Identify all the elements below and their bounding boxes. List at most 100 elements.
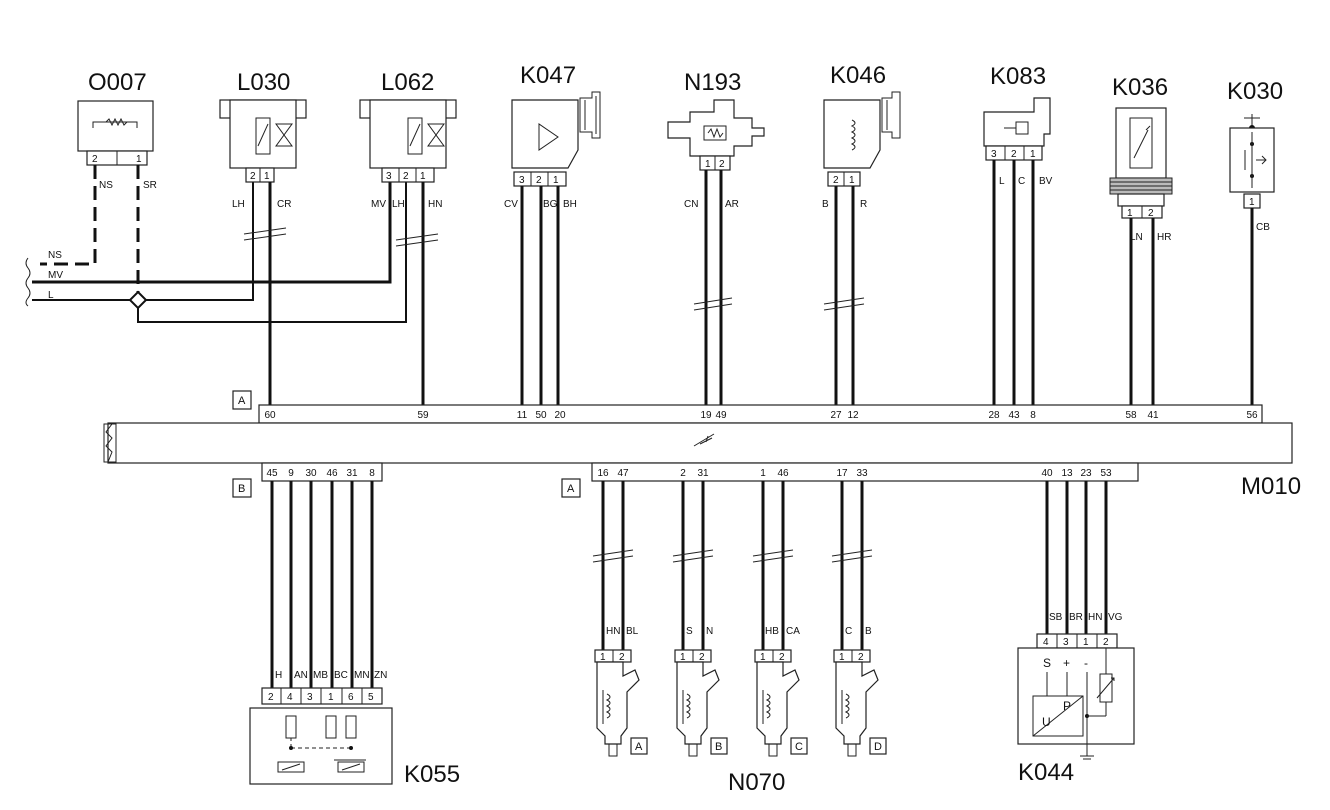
- injector-letter: B: [715, 741, 722, 753]
- pin-k055-6: 6: [348, 692, 354, 703]
- ecu-pin: 33: [856, 468, 868, 479]
- ecu-pin: 8: [369, 468, 375, 479]
- ecu-pin: 12: [847, 410, 859, 421]
- wire-l062-hn: HN: [428, 199, 442, 210]
- wire-inj-c-ca: CA: [786, 626, 800, 637]
- wire-l062-lh: LH: [392, 199, 405, 210]
- pin-injector: 2: [619, 652, 625, 663]
- pin-n193-2: 2: [719, 159, 725, 170]
- ecu-connector-a-bottom: A: [567, 483, 575, 495]
- ecu-pin: 59: [417, 410, 429, 421]
- label-k046: K046: [830, 62, 886, 89]
- pin-l030-2: 2: [250, 171, 256, 182]
- wire-n193-cn: CN: [684, 199, 698, 210]
- wire-k044-sb: SB: [1049, 612, 1063, 623]
- label-k036: K036: [1112, 74, 1168, 101]
- k044-sym-s: S: [1043, 656, 1051, 670]
- wire-k055-mn: MN: [354, 670, 370, 681]
- label-k083: K083: [990, 63, 1046, 90]
- wire-k046-r: R: [860, 199, 867, 210]
- wire-inj-d-c: C: [845, 626, 852, 637]
- wire-k083-c: C: [1018, 176, 1025, 187]
- wire-l030-cr: CR: [277, 199, 291, 210]
- ecu-pin: 28: [988, 410, 1000, 421]
- pin-k055-1: 1: [328, 692, 334, 703]
- pin-injector: 2: [699, 652, 705, 663]
- wire-k046-lines: [834, 186, 855, 405]
- label-l030: L030: [237, 69, 290, 96]
- wire-k055-lines: [270, 481, 374, 688]
- ecu-pin: 41: [1147, 410, 1159, 421]
- wire-k046-b: B: [822, 199, 829, 210]
- wire-k036-hr: HR: [1157, 232, 1171, 243]
- component-k055: 2 4 3 1 6 5: [249, 687, 393, 785]
- ecu-pin: 1: [760, 468, 766, 479]
- pin-injector: 2: [858, 652, 864, 663]
- pin-injector: 1: [839, 652, 845, 663]
- ecu-pin: 31: [697, 468, 709, 479]
- ecu-pin: 13: [1061, 468, 1073, 479]
- component-l062: 3 2 1: [359, 99, 457, 183]
- wire-k055-h: H: [275, 670, 282, 681]
- k044-sym-u: U: [1042, 715, 1051, 729]
- k044-sym-minus: -: [1084, 656, 1088, 670]
- wire-k030-cb: CB: [1256, 222, 1270, 233]
- label-k044: K044: [1018, 759, 1074, 786]
- wire-k036-ln: LN: [1130, 232, 1143, 243]
- pin-k036-2: 2: [1148, 208, 1154, 219]
- component-k044: 4 3 1 2 S + - U P: [1017, 633, 1135, 760]
- wire-k055-mb: MB: [313, 670, 328, 681]
- pin-k047-2: 2: [536, 175, 542, 186]
- ecu-pin: 40: [1041, 468, 1053, 479]
- pin-k055-3: 3: [307, 692, 313, 703]
- pin-injector: 1: [680, 652, 686, 663]
- pin-o007-1: 2: [92, 154, 98, 165]
- wire-mv: [32, 180, 392, 284]
- component-k083: 3 2 1: [983, 97, 1051, 161]
- k044-sym-plus: +: [1063, 656, 1070, 670]
- wire-k055-bc: BC: [334, 670, 348, 681]
- ecu-pin: 58: [1125, 410, 1137, 421]
- wire-k083-l: L: [999, 176, 1005, 187]
- ecu-pin: 17: [836, 468, 848, 479]
- ecu-connector-a-top: A: [238, 395, 246, 407]
- wire-k047-bh: BH: [563, 199, 577, 210]
- harness-ns: NS: [48, 250, 62, 261]
- label-k030: K030: [1227, 78, 1283, 105]
- wire-l: [32, 180, 254, 301]
- pin-o007-2: 1: [136, 154, 142, 165]
- label-o007: O007: [88, 69, 147, 96]
- wire-l062-mv: MV: [371, 199, 386, 210]
- pin-k036-1: 1: [1127, 208, 1133, 219]
- pin-injector: 2: [779, 652, 785, 663]
- ecu-pin: 43: [1008, 410, 1020, 421]
- injector-2: 1 2B: [674, 649, 728, 757]
- wire-n193-lines: [704, 170, 723, 405]
- label-l062: L062: [381, 69, 434, 96]
- injector-letter: D: [874, 741, 882, 753]
- ecu-pin: 50: [535, 410, 547, 421]
- pin-k046-2: 2: [833, 175, 839, 186]
- pin-k046-1: 1: [849, 175, 855, 186]
- label-k047: K047: [520, 62, 576, 89]
- wire-injector-lines: [601, 481, 864, 650]
- pin-k044-2: 2: [1103, 637, 1109, 648]
- ecu-pin: 45: [266, 468, 278, 479]
- ecu-pin: 49: [715, 410, 727, 421]
- wire-k044-hn: HN: [1088, 612, 1102, 623]
- wire-k083-bv: BV: [1039, 176, 1053, 187]
- ecu-pin: 27: [830, 410, 842, 421]
- wire-n193-ar: AR: [725, 199, 739, 210]
- ecu-pin: 23: [1080, 468, 1092, 479]
- pin-k055-2: 2: [268, 692, 274, 703]
- wire-inj-a-hn: HN: [606, 626, 620, 637]
- ecu-pin: 56: [1246, 410, 1258, 421]
- wire-k047-bg: BG: [543, 199, 558, 210]
- ecu-pin: 11: [517, 410, 528, 421]
